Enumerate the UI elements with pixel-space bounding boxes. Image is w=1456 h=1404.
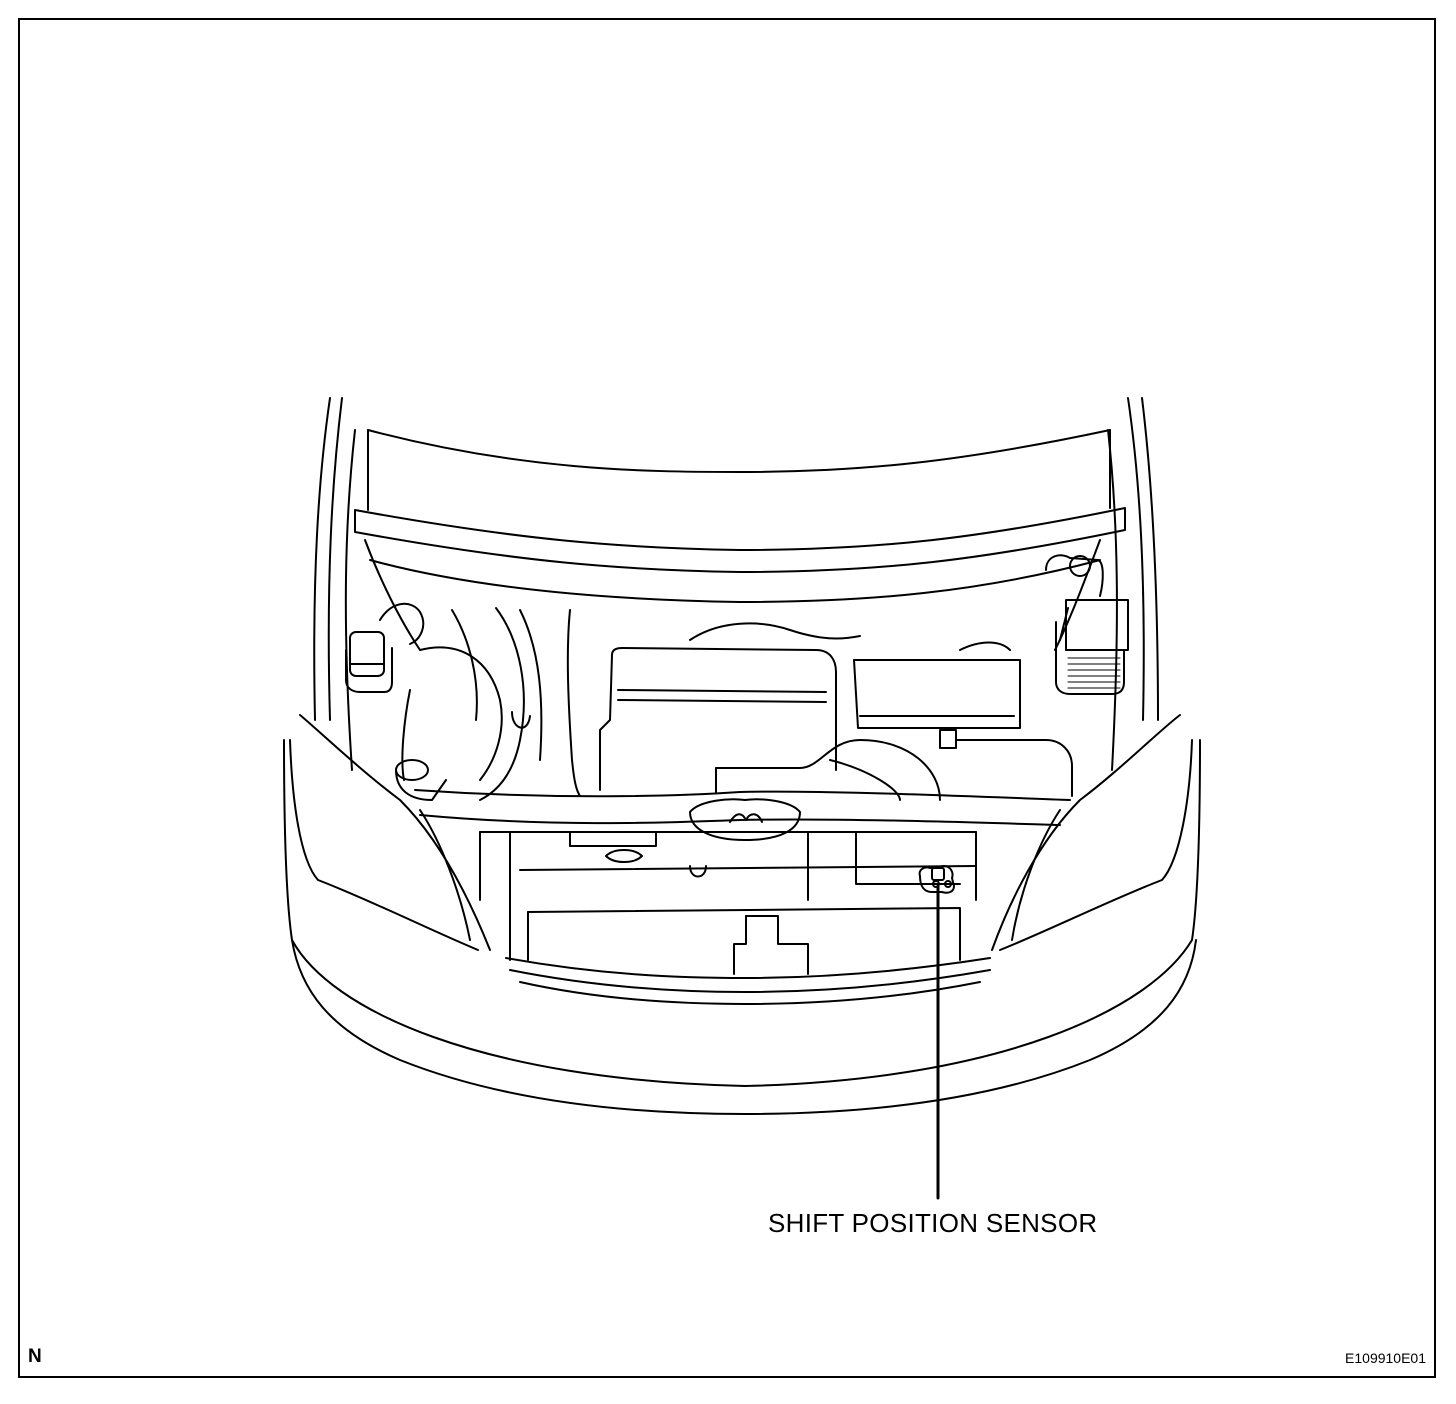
- engine-block: [599, 622, 1073, 801]
- right-fuse-box: [1045, 554, 1129, 695]
- a-pillars: [313, 397, 1159, 771]
- open-hood: [354, 429, 1126, 573]
- engine-bay: [364, 539, 1101, 826]
- shift-position-sensor-icon: [918, 865, 955, 894]
- left-engine-components: [395, 607, 581, 801]
- headlights: [289, 714, 1193, 951]
- figure-id: E109910E01: [1345, 1350, 1426, 1366]
- front-bumper: [283, 739, 1201, 1115]
- figure-frame: [18, 18, 1436, 1378]
- shift-position-sensor-label: SHIFT POSITION SENSOR: [768, 1208, 1098, 1238]
- corner-mark: N: [28, 1346, 42, 1367]
- radiator-support: [479, 798, 977, 975]
- left-relay-block: [345, 602, 425, 693]
